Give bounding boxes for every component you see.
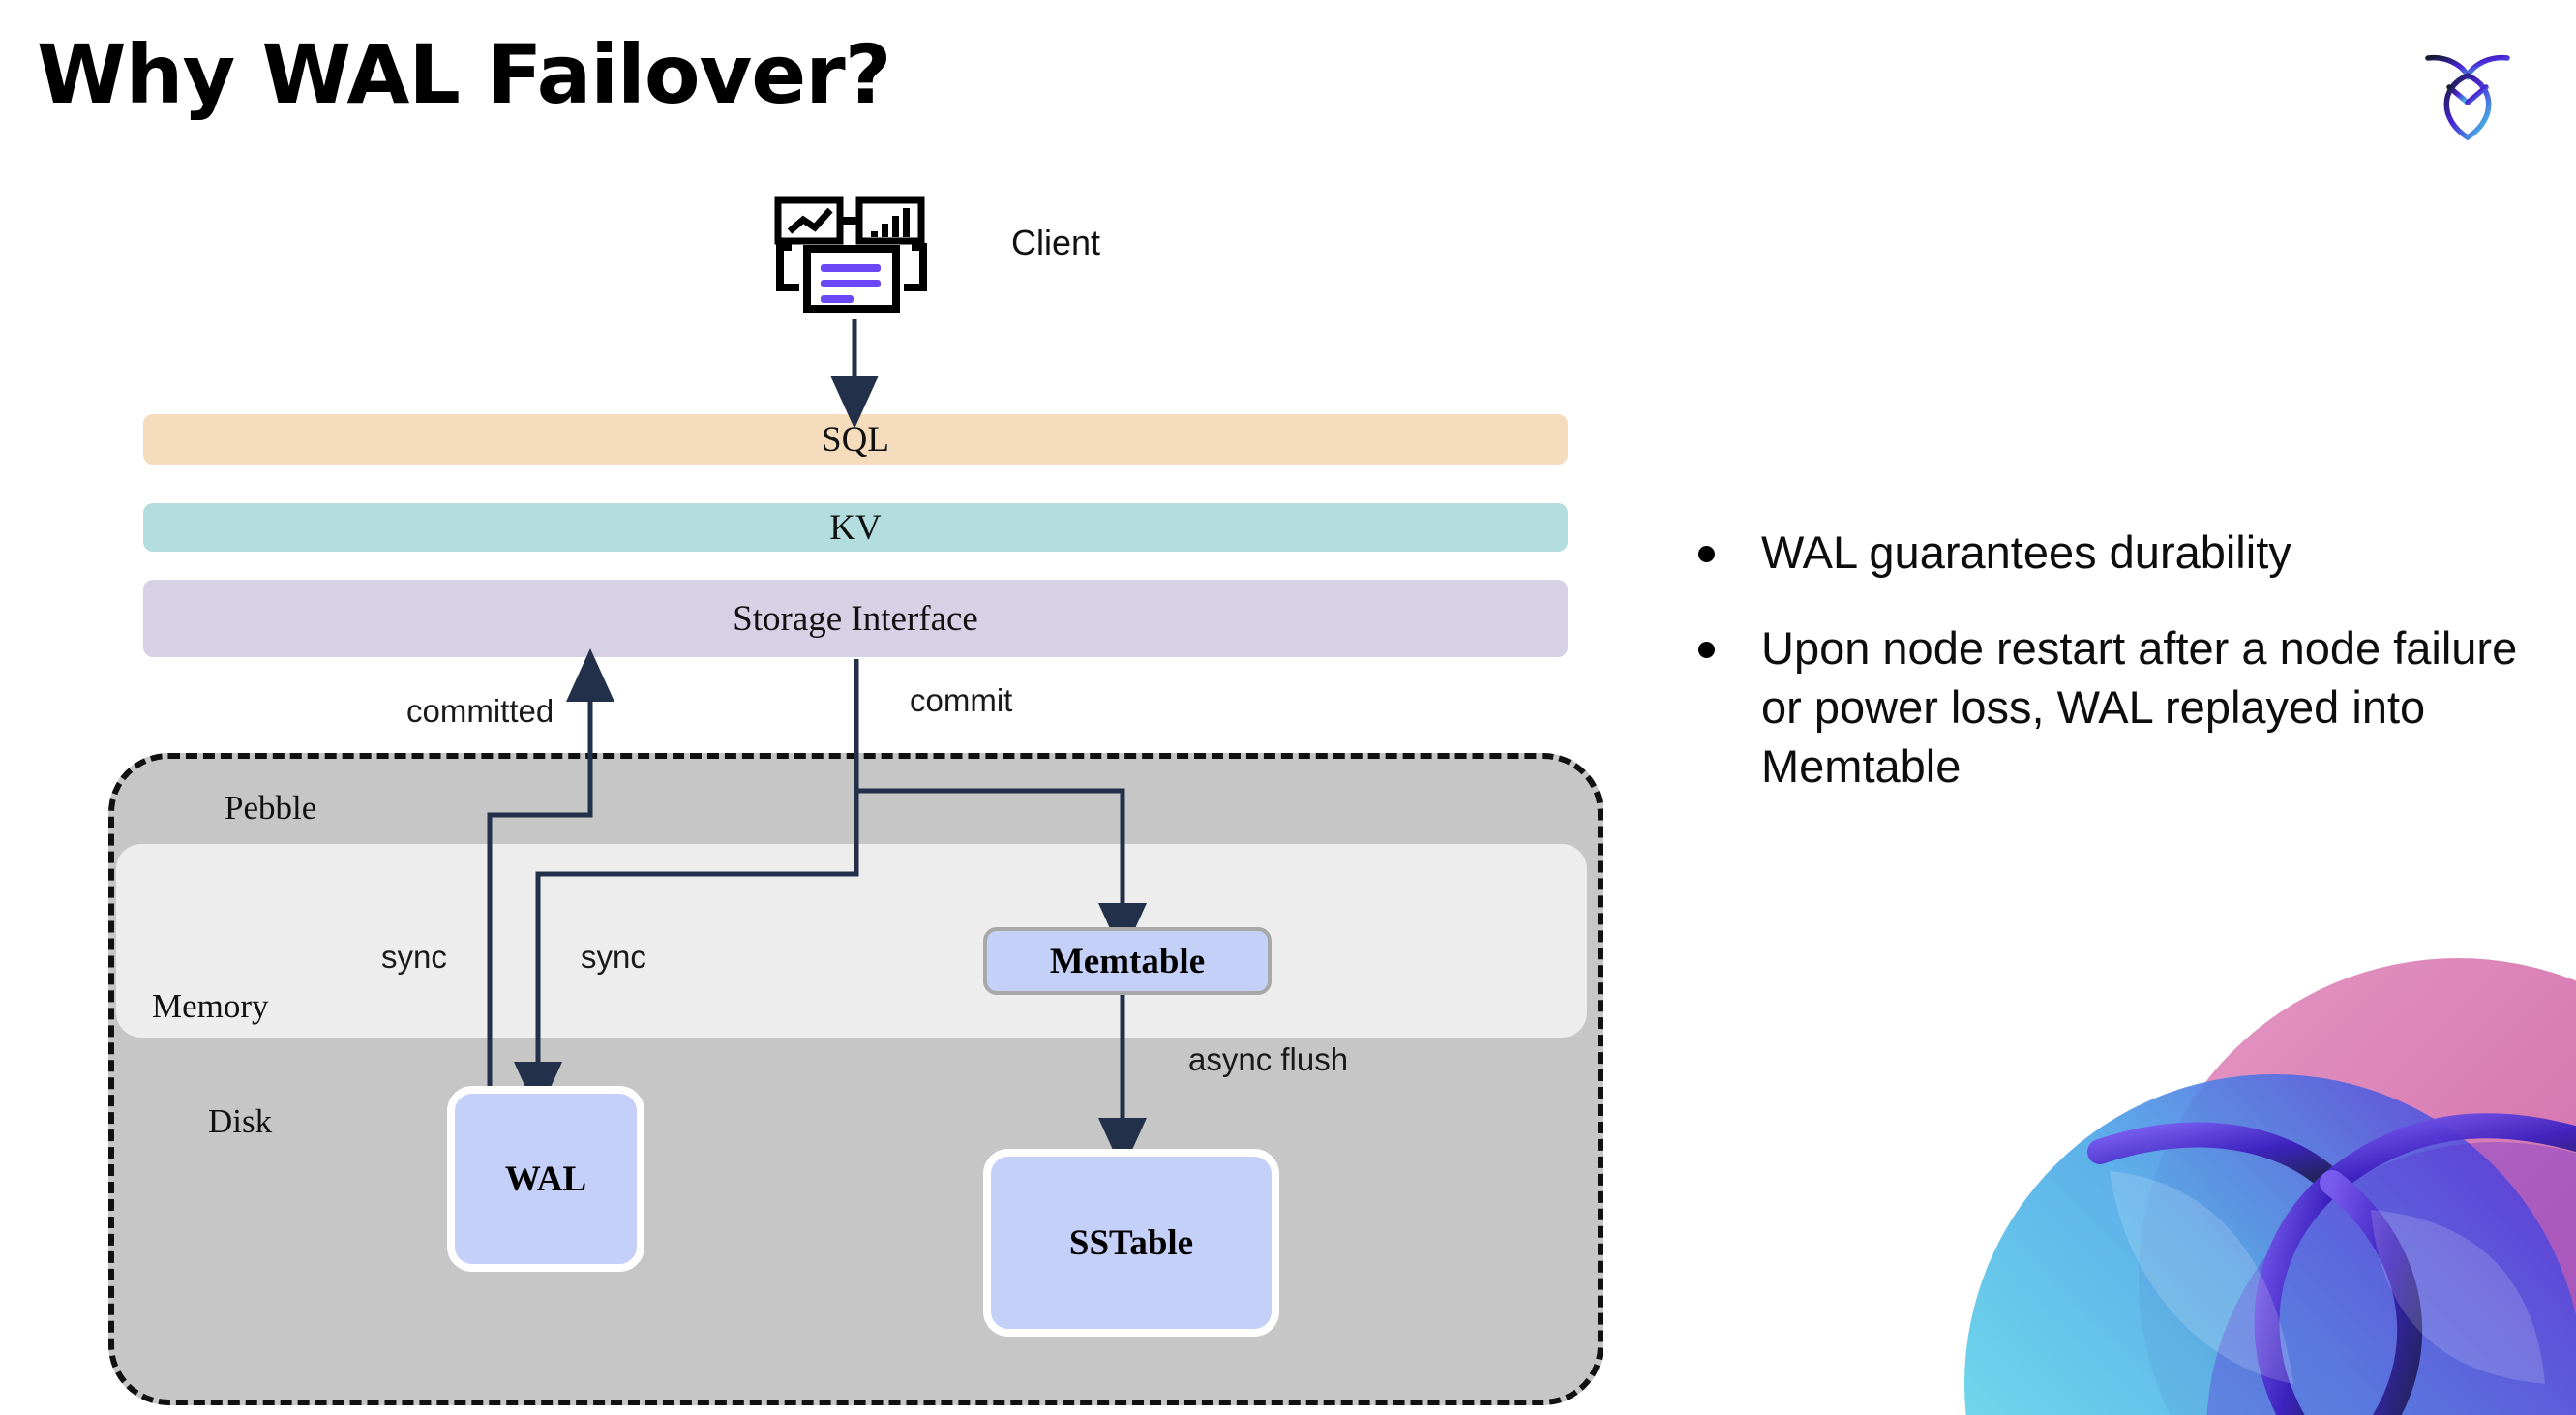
edge-label-sync-2: sync: [581, 939, 646, 975]
node-sstable[interactable]: SSTable: [983, 1149, 1279, 1337]
client-monitor-icon: [774, 196, 929, 313]
bullet-list: WAL guarantees durability Upon node rest…: [1698, 523, 2540, 832]
list-item: WAL guarantees durability: [1698, 523, 2540, 582]
memory-region: [116, 844, 1587, 1038]
pebble-label: Pebble: [225, 789, 317, 827]
memory-label: Memory: [152, 987, 269, 1025]
bullet-dot-icon: [1698, 546, 1715, 562]
layer-bar-sql[interactable]: SQL: [143, 414, 1568, 465]
edge-label-committed: committed: [406, 693, 554, 729]
layer-bar-kv[interactable]: KV: [143, 503, 1568, 552]
node-memtable[interactable]: Memtable: [983, 927, 1272, 995]
client-label: Client: [1011, 223, 1101, 262]
edge-label-sync-1: sync: [381, 939, 447, 975]
layer-bar-storage-interface[interactable]: Storage Interface: [143, 580, 1568, 657]
layer-label-kv: KV: [829, 507, 882, 548]
edge-label-async-flush: async flush: [1188, 1041, 1349, 1077]
list-item: Upon node restart after a node failure o…: [1698, 618, 2540, 796]
bullet-text: Upon node restart after a node failure o…: [1761, 622, 2518, 793]
edge-label-commit: commit: [910, 682, 1013, 718]
node-label-memtable: Memtable: [1049, 941, 1206, 981]
page-title: Why WAL Failover?: [37, 27, 891, 122]
disk-label: Disk: [208, 1102, 273, 1140]
bullet-text: WAL guarantees durability: [1761, 527, 2291, 578]
bullet-dot-icon: [1698, 642, 1715, 659]
cockroachdb-watermark-icon: [1955, 929, 2576, 1415]
node-label-wal: WAL: [504, 1159, 587, 1199]
layer-label-sql: SQL: [822, 419, 889, 460]
node-wal[interactable]: WAL: [447, 1086, 644, 1272]
cockroachdb-logo-icon: [2414, 37, 2521, 143]
layer-label-storage-interface: Storage Interface: [733, 598, 978, 639]
node-label-sstable: SSTable: [1068, 1222, 1194, 1263]
